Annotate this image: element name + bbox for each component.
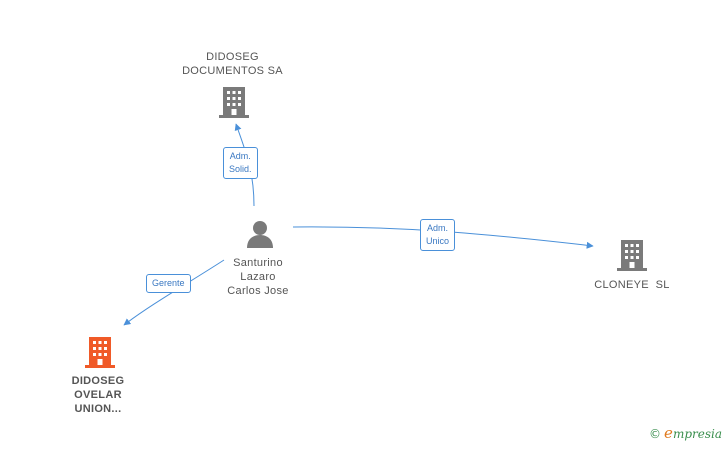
node-label-person[interactable]: Santurino Lazaro Carlos Jose [227, 257, 289, 297]
building-icon[interactable] [219, 87, 249, 118]
node-label-didoseg-ovelar[interactable]: DIDOSEG OVELAR UNION... [71, 375, 125, 415]
edge-label-adm-solid: Adm. Solid. [223, 147, 258, 179]
edge-label-gerente: Gerente [146, 274, 191, 293]
edge-to-ovelar [123, 259, 225, 326]
node-label-cloneye[interactable]: CLONEYE SL [594, 279, 670, 291]
building-icon[interactable] [617, 240, 647, 271]
brand-name: mpresia [672, 427, 722, 441]
building-icon-highlighted[interactable] [85, 337, 115, 368]
empresia-watermark: ©empresia [649, 424, 722, 442]
node-label-didoseg-documentos[interactable]: DIDOSEG DOCUMENTOS SA [182, 51, 283, 77]
copyright-symbol: © [649, 427, 662, 441]
brand-initial: e [664, 424, 673, 442]
edge-label-adm-unico: Adm. Unico [420, 219, 456, 251]
person-icon[interactable] [247, 221, 273, 248]
